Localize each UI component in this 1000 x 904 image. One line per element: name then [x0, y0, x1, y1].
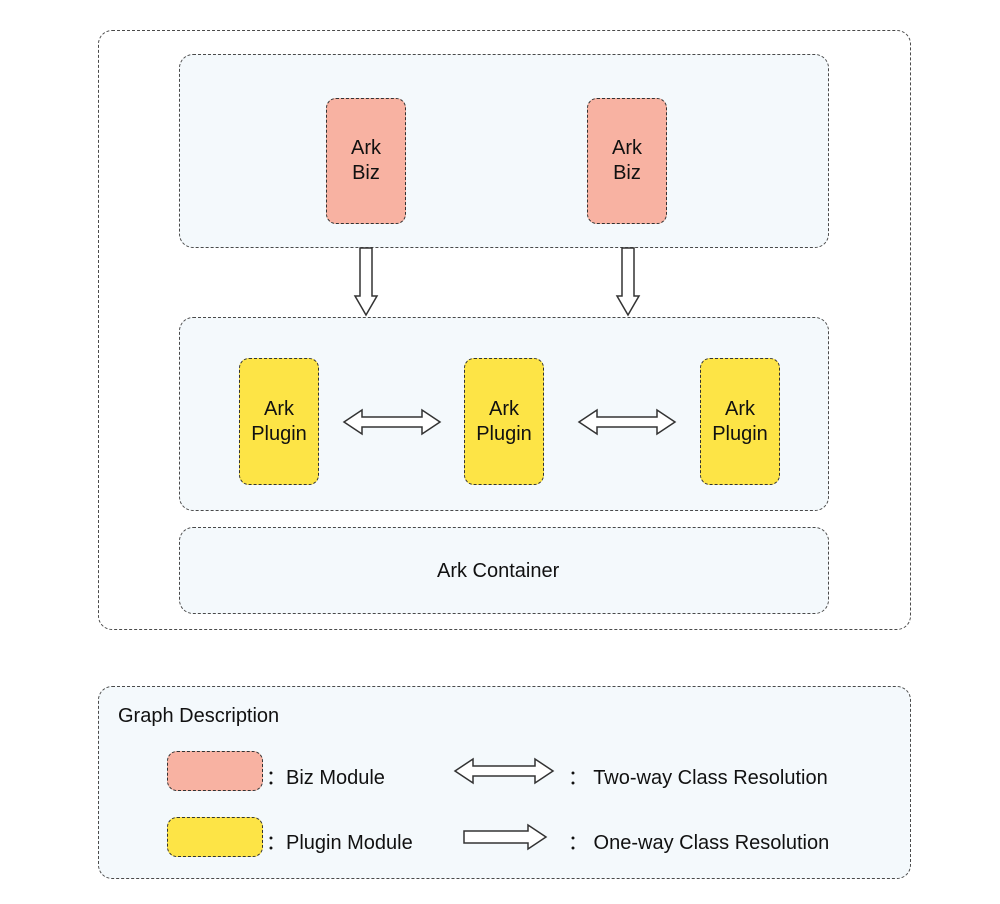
ark-plugin-module-3-line1: Ark — [725, 397, 755, 420]
biz-layer — [179, 54, 829, 248]
ark-biz-module-1-line2: Biz — [352, 162, 380, 184]
ark-biz-module-2: Ark Biz — [587, 98, 667, 224]
legend-one-way-label: ： One-way Class Resolution — [568, 832, 830, 854]
ark-plugin-module-1-line2: Plugin — [251, 422, 307, 445]
ark-container-label: Ark Container — [437, 560, 560, 582]
ark-plugin-module-2: Ark Plugin — [464, 358, 544, 485]
ark-container — [179, 527, 829, 614]
ark-plugin-module-1: Ark Plugin — [239, 358, 319, 485]
ark-plugin-module-2-line2: Plugin — [476, 422, 532, 445]
plugin-two-way-arrow-1 — [342, 408, 442, 436]
ark-biz-module-2-line2: Biz — [613, 162, 641, 184]
ark-plugin-module-3-line2: Plugin — [712, 422, 768, 445]
legend-biz-label: ：Biz Module — [266, 767, 385, 789]
architecture-frame — [98, 30, 911, 630]
ark-biz-module-1: Ark Biz — [326, 98, 406, 224]
legend-plugin-label: ：Plugin Module — [266, 832, 413, 854]
double-arrow-icon — [453, 757, 555, 785]
biz-to-plugin-arrow-1 — [353, 247, 379, 317]
ark-plugin-module-3: Ark Plugin — [700, 358, 780, 485]
ark-plugin-module-1-line1: Ark — [264, 397, 294, 420]
biz-swatch — [167, 751, 263, 791]
biz-to-plugin-arrow-2 — [615, 247, 641, 317]
ark-plugin-module-2-line1: Ark — [489, 397, 519, 420]
legend-two-way-label: ： Two-way Class Resolution — [568, 767, 828, 789]
ark-biz-module-2-line1: Ark — [612, 137, 642, 159]
right-arrow-icon — [463, 823, 548, 851]
plugin-swatch — [167, 817, 263, 857]
plugin-two-way-arrow-2 — [577, 408, 677, 436]
ark-biz-module-1-line1: Ark — [351, 137, 381, 159]
legend-title: Graph Description — [118, 705, 280, 727]
